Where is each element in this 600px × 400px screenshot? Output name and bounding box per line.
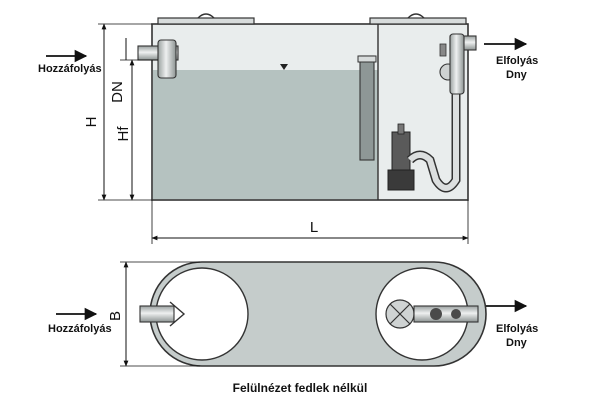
inflow-elbow xyxy=(157,39,177,79)
outflow-sub-label: Dny xyxy=(506,69,528,81)
top-outflow-label: Elfolyás xyxy=(496,323,538,335)
top-inflow-label: Hozzáfolyás xyxy=(48,323,112,335)
side-view: Hozzáfolyás Elfolyás Dny H DN Hf L xyxy=(38,13,538,244)
dim-B-label: B xyxy=(107,311,124,321)
lid-right xyxy=(369,17,467,25)
dim-L-label: L xyxy=(310,219,318,236)
caption: Felülnézet fedlek nélkül xyxy=(233,381,368,395)
lid-left xyxy=(157,17,255,25)
water-level-marker xyxy=(280,64,288,70)
pump xyxy=(387,123,415,191)
top-outflow-pipe xyxy=(413,305,479,323)
inflow-label: Hozzáfolyás xyxy=(38,63,102,75)
top-outflow-sub-label: Dny xyxy=(506,337,528,349)
top-inflow-pipe xyxy=(139,305,175,323)
outflow-label: Elfolyás xyxy=(496,55,538,67)
lid-right-handle xyxy=(407,13,425,19)
dim-DN-label: DN xyxy=(109,81,126,103)
water-body xyxy=(153,70,378,199)
lid-left-handle xyxy=(197,13,215,19)
dim-Hf-label: Hf xyxy=(115,126,132,142)
top-view: Hozzáfolyás Elfolyás Dny B xyxy=(48,261,538,367)
baffle-tube xyxy=(359,55,375,161)
baffle-cap xyxy=(357,55,377,63)
outflow-elbow xyxy=(449,33,465,95)
dim-H-label: H xyxy=(83,117,100,128)
